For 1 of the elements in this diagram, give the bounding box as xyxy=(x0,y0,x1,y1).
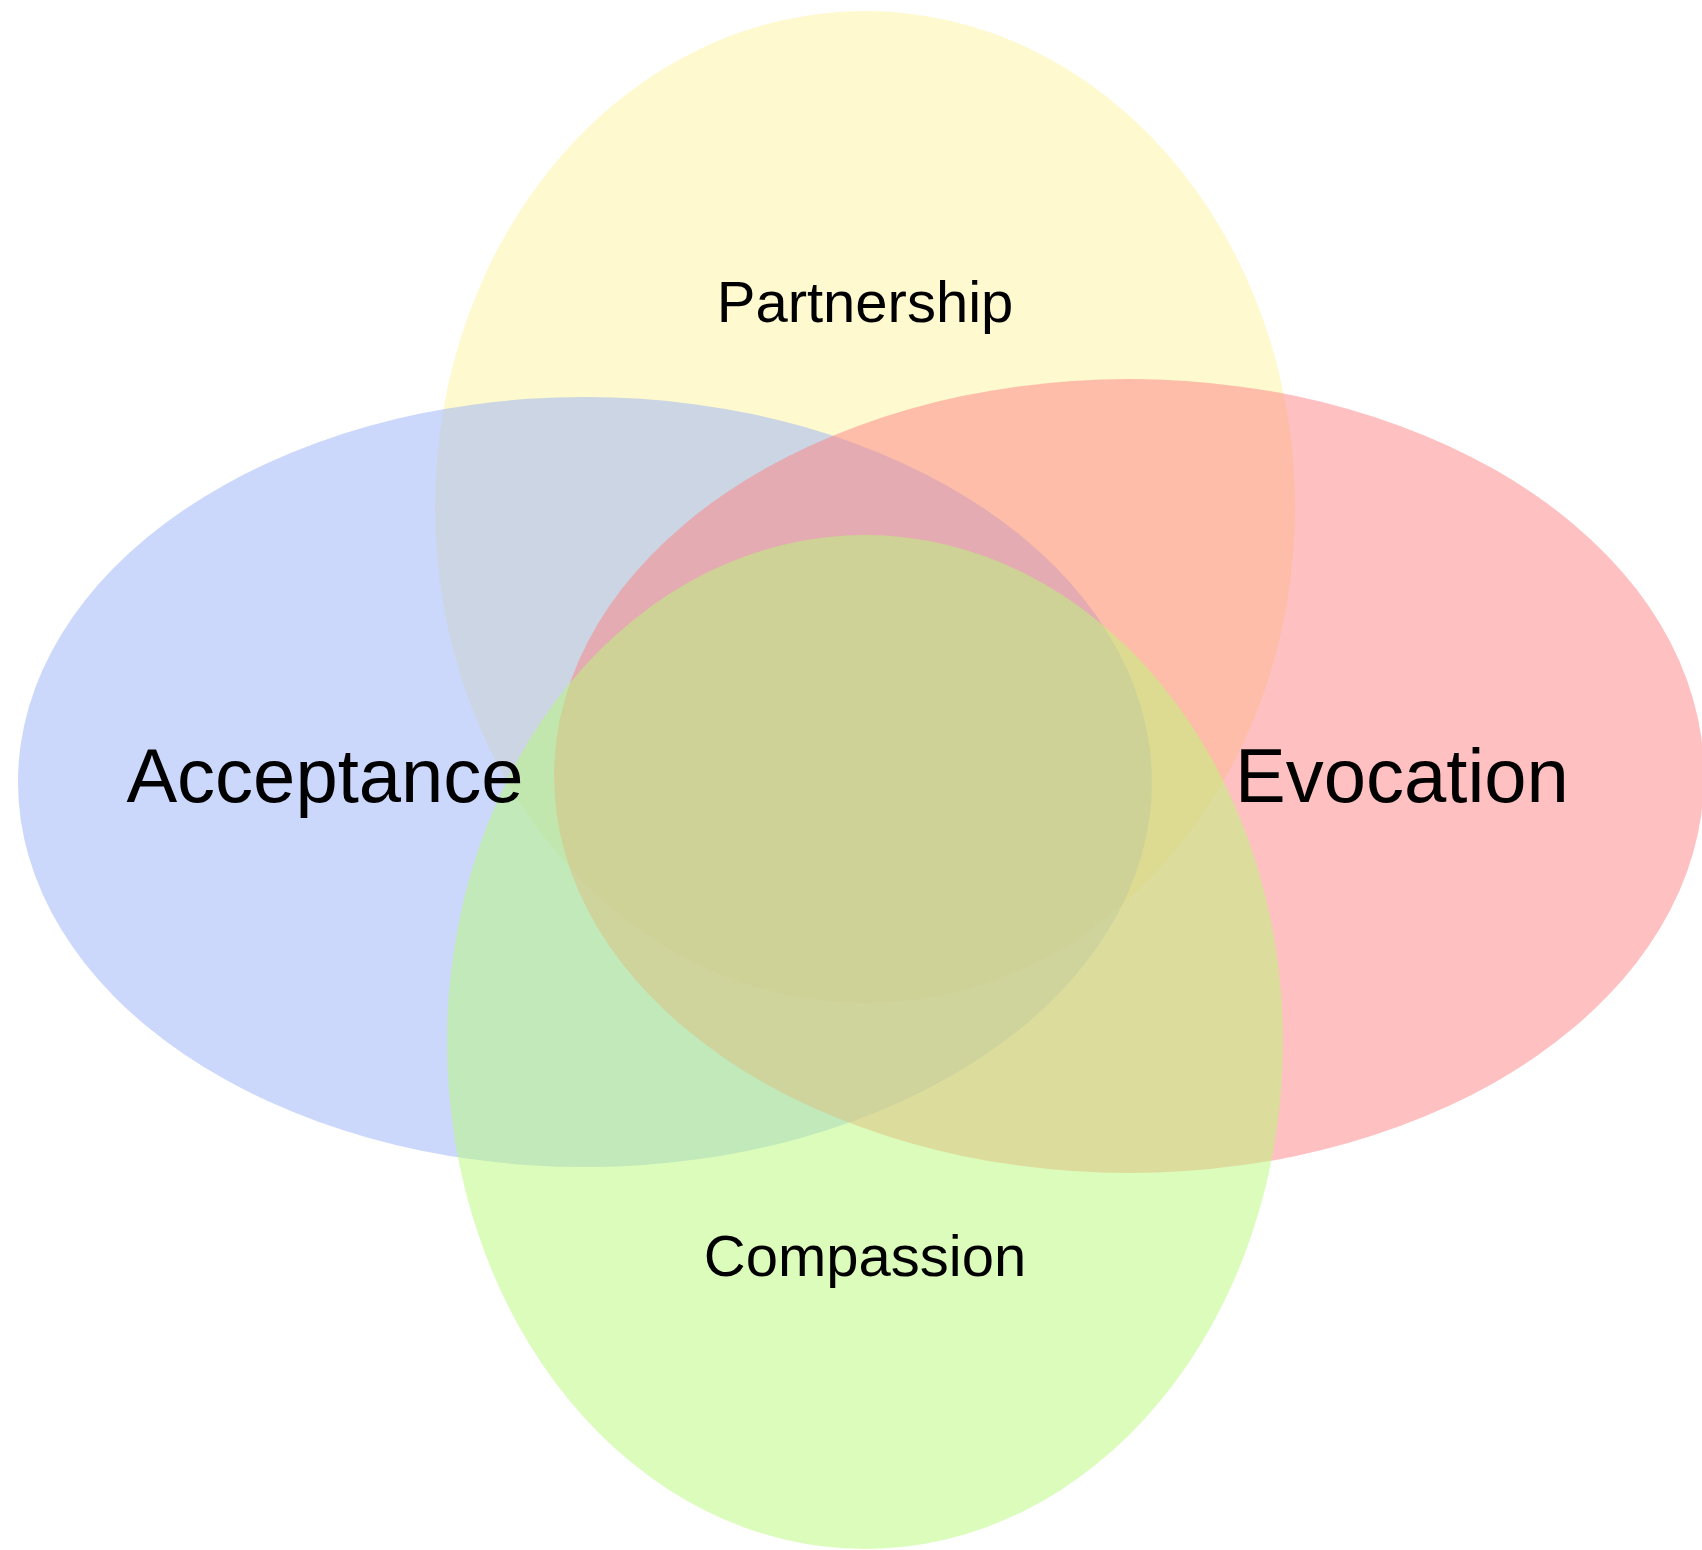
set-label: Evocation xyxy=(1235,738,1569,814)
